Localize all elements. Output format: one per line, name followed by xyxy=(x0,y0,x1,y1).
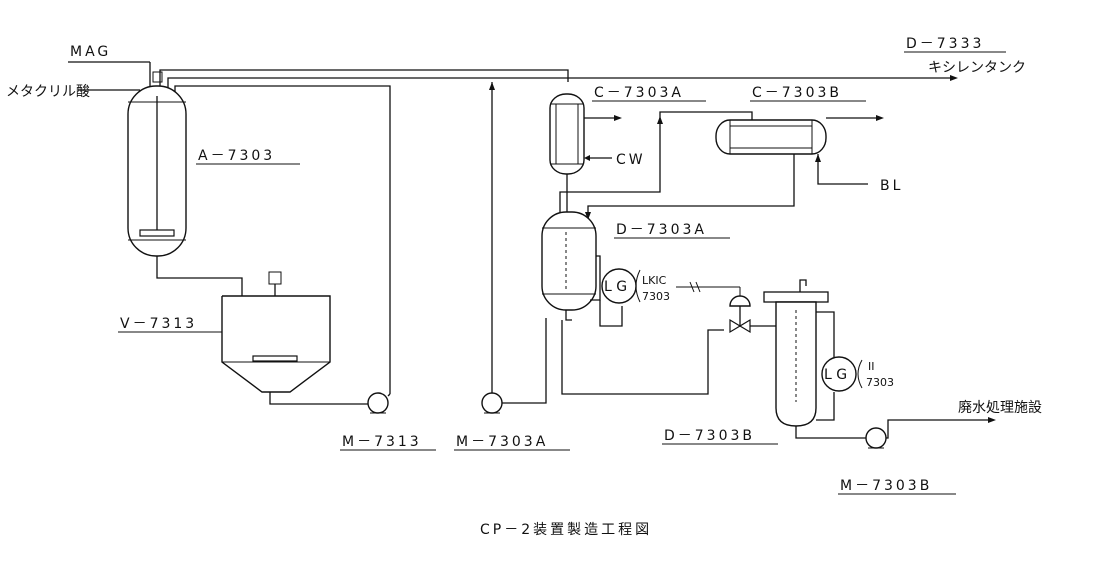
level-gauge-d7303b xyxy=(821,356,857,392)
condenser-c7303a xyxy=(549,93,622,214)
tank-v7313 xyxy=(221,271,368,405)
vessel-d7303b xyxy=(763,279,866,439)
wastewater-arrow xyxy=(988,417,996,423)
label-li-num: 7303 xyxy=(866,376,894,389)
label-lkic: LKIC xyxy=(642,274,667,287)
reactor-a7303 xyxy=(127,71,243,296)
label-m7313: M－7313 xyxy=(342,434,422,450)
mag-feed-line xyxy=(68,61,151,88)
label-li: II xyxy=(868,360,875,373)
label-m7303b: M－7303B xyxy=(840,478,932,494)
diagram-caption: CP－2装置製造工程図 xyxy=(480,522,652,538)
tank-impeller xyxy=(252,355,298,362)
label-d7333: D－7333 xyxy=(906,36,984,52)
label-wastewater: 廃水処理施設 xyxy=(958,399,1042,416)
label-xylene-tank: キシレンタンク xyxy=(928,60,1026,76)
main-header-line xyxy=(159,69,958,394)
label-d7303a: D－7303A xyxy=(616,222,707,238)
reactor-impeller xyxy=(139,229,175,237)
pump-m7313 xyxy=(367,392,391,414)
label-mag: MAG xyxy=(70,44,111,60)
label-m7303a: M－7303A xyxy=(456,434,548,450)
label-v7313: V－7313 xyxy=(120,316,197,332)
label-c7303a: C－7303A xyxy=(594,85,684,101)
pump-m7303a xyxy=(481,82,547,414)
condenser-c7303b xyxy=(585,111,884,220)
label-lg-a: L G xyxy=(604,279,627,295)
label-bl: BL xyxy=(880,178,903,194)
label-lkic-num: 7303 xyxy=(642,290,670,303)
label-c7303b: C－7303B xyxy=(752,85,842,101)
pump-m7303b xyxy=(865,417,996,449)
label-lg-b: L G xyxy=(824,367,847,383)
separator-d7303a xyxy=(541,211,724,395)
label-d7303b: D－7303B xyxy=(664,428,755,444)
label-a7303: A－7303 xyxy=(198,148,275,164)
label-methacrylic-acid: メタクリル酸 xyxy=(6,84,90,100)
li-indicator xyxy=(857,359,863,389)
lkic-controller xyxy=(635,269,741,303)
xylene-arrow xyxy=(950,75,958,81)
label-cw: CW xyxy=(616,152,646,168)
control-valve xyxy=(729,295,778,334)
vapor-line xyxy=(559,118,661,214)
reactor-motor xyxy=(152,71,163,83)
